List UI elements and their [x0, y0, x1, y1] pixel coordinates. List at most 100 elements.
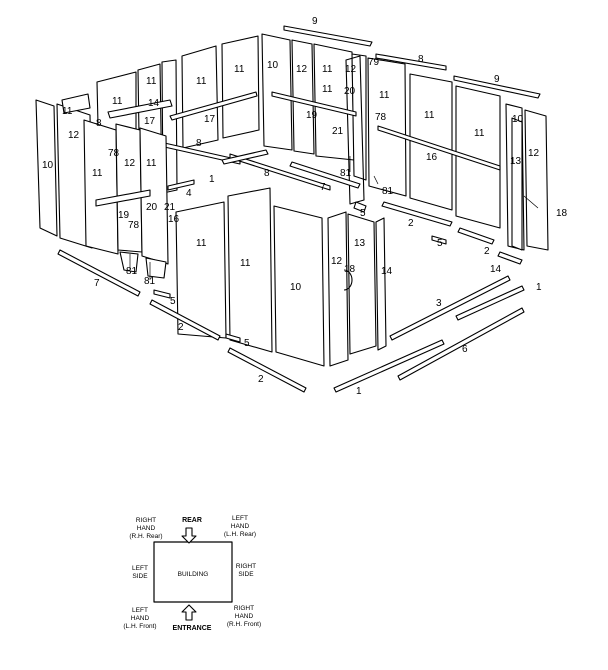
callout: 11	[424, 110, 435, 121]
key-right-hand-rear-line2: HAND	[137, 525, 156, 532]
callout: 10	[290, 282, 302, 293]
key-left-hand-front-line3: (L.H. Front)	[123, 623, 156, 630]
callout: 9	[312, 16, 318, 27]
callout: 5	[244, 338, 250, 349]
wall-brace	[377, 125, 501, 171]
callout: 13	[510, 156, 522, 167]
callout: 78	[108, 148, 120, 159]
wall-brace	[271, 91, 357, 117]
callout: 12	[528, 148, 540, 159]
small-bracket	[225, 333, 241, 343]
callout: 2	[178, 322, 184, 333]
key-right-hand-front-line3: (R.H. Front)	[227, 621, 261, 628]
top-trim	[283, 25, 373, 47]
callout: 11	[92, 168, 103, 179]
callout: 20	[146, 202, 158, 213]
callout: 14	[490, 264, 502, 275]
wall-panel	[181, 45, 219, 149]
callout: 12	[124, 158, 136, 169]
floor-rail	[289, 161, 361, 189]
callout: 81	[340, 168, 352, 179]
leader-lines	[129, 156, 539, 280]
callout: 1	[536, 282, 542, 293]
top-trim	[375, 53, 447, 71]
callout: 12	[296, 64, 308, 75]
callout: 10	[42, 160, 54, 171]
callout: 2	[484, 246, 490, 257]
callout: 1	[356, 386, 362, 397]
door-handle	[343, 269, 353, 291]
entrance-arrow-icon	[181, 604, 197, 621]
callout: 14	[381, 266, 393, 277]
callout: 11	[322, 64, 333, 75]
callout: 78	[375, 112, 387, 123]
callout: 81	[144, 276, 156, 287]
wall-brace	[169, 91, 258, 121]
floor-rail	[221, 149, 269, 165]
key-right-hand-front-line1: RIGHT	[234, 605, 254, 612]
callout: 5	[170, 296, 176, 307]
callout: 19	[118, 210, 130, 221]
callout: 11	[234, 64, 245, 75]
callout: 7	[94, 278, 100, 289]
small-bracket	[497, 251, 523, 265]
callout: 7	[320, 182, 326, 193]
floor-rail	[389, 275, 511, 341]
callout: 12	[331, 256, 343, 267]
callout: 18	[556, 208, 568, 219]
wall-panel	[524, 109, 549, 251]
callout: 14	[148, 98, 160, 109]
callout: 11	[196, 238, 207, 249]
leader-line	[373, 175, 379, 185]
wall-panel	[35, 99, 58, 237]
orientation-key-labels: RIGHT HAND (R.H. Rear) REAR LEFT HAND (L…	[123, 515, 261, 632]
hinge	[145, 257, 167, 279]
callout: 17	[204, 114, 216, 125]
callout: 11	[474, 128, 485, 139]
wall-panel	[221, 35, 260, 139]
callout: 11	[240, 258, 251, 269]
key-right-hand-rear-line1: RIGHT	[136, 517, 156, 524]
crossbar	[95, 189, 151, 207]
callout: 4	[186, 188, 192, 199]
callout: 8	[196, 138, 202, 149]
callout: 79	[368, 57, 380, 68]
floor-rail	[381, 201, 453, 227]
callout: 21	[332, 126, 344, 137]
key-right-hand-front-line2: HAND	[235, 613, 254, 620]
floor-rail	[455, 285, 525, 321]
wall-panel	[227, 187, 273, 353]
wall-brace	[229, 153, 331, 191]
callout-numbers: 9 8 9 10 12 11 12 79 20 11 19 21 81 78 1…	[42, 16, 568, 397]
top-trims	[283, 25, 541, 205]
callout: 11	[112, 96, 123, 107]
callout: 10	[267, 60, 279, 71]
callout: 13	[354, 238, 366, 249]
callout: 8	[96, 118, 102, 129]
key-left-hand-rear-line1: LEFT	[232, 515, 248, 522]
key-building: BUILDING	[178, 571, 209, 578]
callout: 11	[146, 76, 157, 87]
key-left-hand-rear-line2: HAND	[231, 523, 250, 530]
back-left-wall	[35, 35, 260, 249]
callout: 6	[462, 344, 468, 355]
callout: 16	[168, 214, 180, 225]
orientation-key	[153, 527, 233, 621]
callout: 5	[360, 208, 366, 219]
wall-panel	[347, 213, 377, 355]
callout: 2	[258, 374, 264, 385]
wall-panel	[327, 211, 349, 367]
callout: 1	[209, 174, 215, 185]
door-track-rear	[345, 55, 365, 205]
floor-rail	[397, 307, 525, 381]
callout: 3	[436, 298, 442, 309]
key-left-side-line2: SIDE	[132, 573, 148, 580]
callout: 12	[345, 64, 357, 75]
front-wall	[175, 187, 387, 367]
callout: 81	[126, 266, 138, 277]
callout: 11	[379, 90, 390, 101]
callout: 21	[164, 202, 176, 213]
floor-rail	[57, 249, 141, 297]
callout: 10	[512, 114, 524, 125]
key-left-hand-rear-line3: (L.H. Rear)	[224, 531, 256, 538]
